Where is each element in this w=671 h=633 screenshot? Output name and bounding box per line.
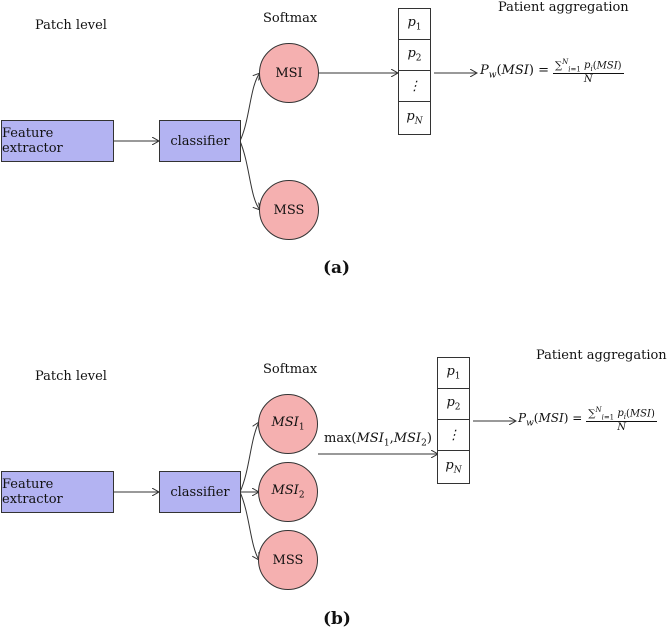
feature-extractor-box: Feature extractor <box>1 120 114 162</box>
softmax-label: Softmax <box>263 362 318 377</box>
panel-a: Patch level Softmax Patient aggregation … <box>0 0 671 300</box>
prob-cell-p2: p2 <box>399 40 430 71</box>
prob-cell-p2: p2 <box>438 389 469 420</box>
prob-cell-p1: p1 <box>438 358 469 389</box>
prob-cell-ellipsis: ⋮ <box>438 420 469 451</box>
classifier-box: classifier <box>159 120 241 162</box>
msi1-node: MSI1 <box>258 394 318 454</box>
prob-cell-p1: p1 <box>399 9 430 40</box>
aggregation-formula: Pw(MSI) = ∑Ni=1 pi(MSI) N <box>518 406 657 434</box>
probability-stack: p1 p2 ⋮ pN <box>398 8 431 135</box>
patch-level-label: Patch level <box>35 18 107 33</box>
prob-cell-pn: pN <box>445 458 462 476</box>
feature-extractor-box: Feature extractor <box>1 471 114 513</box>
prob-cell-pn: pN <box>406 109 423 127</box>
msi-node: MSI <box>259 43 319 103</box>
patient-aggregation-label: Patient aggregation <box>498 0 629 15</box>
classifier-box: classifier <box>159 471 241 513</box>
max-label: max(MSI1,MSI2) <box>324 431 432 449</box>
panel-a-caption: (a) <box>323 258 351 278</box>
prob-cell-ellipsis: ⋮ <box>399 71 430 102</box>
msi2-node: MSI2 <box>258 462 318 522</box>
panel-b-caption: (b) <box>323 609 351 629</box>
patch-level-label: Patch level <box>35 369 107 384</box>
mss-node: MSS <box>258 530 318 590</box>
softmax-label: Softmax <box>263 11 318 26</box>
probability-stack: p1 p2 ⋮ pN <box>437 357 470 484</box>
patient-aggregation-label: Patient aggregation <box>536 348 667 363</box>
mss-node: MSS <box>259 180 319 240</box>
aggregation-formula: Pw(MSI) = ∑Ni=1 pi(MSI) N <box>480 58 624 86</box>
panel-b: Patch level Softmax Patient aggregation … <box>0 330 671 633</box>
